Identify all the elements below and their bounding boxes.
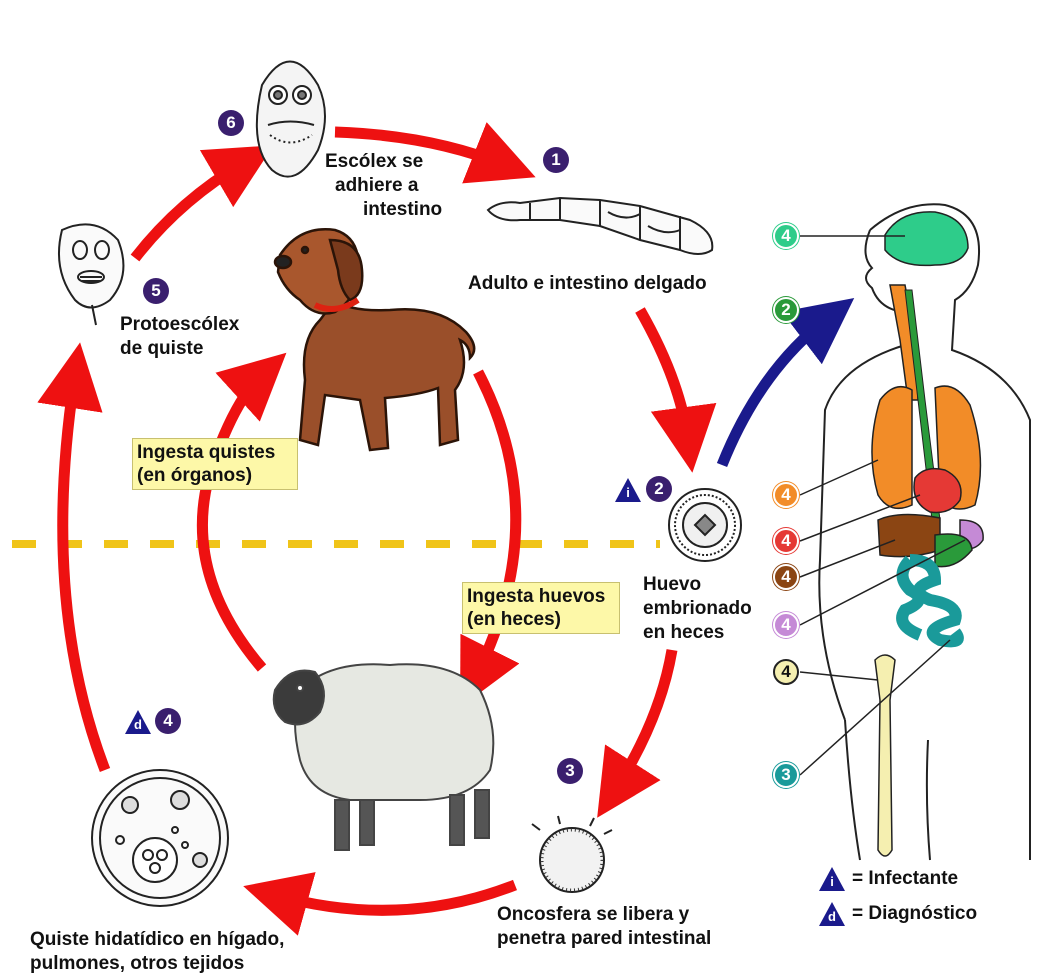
egg-illustration (669, 489, 741, 561)
arrow-egg-to-human (722, 318, 828, 465)
heart-organ (914, 469, 961, 513)
brain-stage-badge: 4 (773, 223, 799, 249)
dog-illustration (275, 229, 474, 450)
infective-marker-letter: i (614, 485, 642, 500)
protoscolex-label-line2: de quiste (120, 337, 239, 361)
bone-stage-badge: 4 (773, 659, 799, 685)
lung-stage-badge: 4 (773, 482, 799, 508)
cyst-label-line2: pulmones, otros tejidos (30, 952, 284, 976)
scolex-label-line2: adhiere a (325, 174, 442, 198)
note-cyst-line2: (en órganos) (137, 464, 293, 487)
stomach-organ (935, 534, 972, 567)
intestine-organ (902, 560, 958, 641)
human-step-3-badge: 3 (773, 762, 799, 788)
legend-diagnostic-marker: d (818, 901, 846, 927)
sheep-illustration (274, 664, 494, 850)
protoscolex-label-line1: Protoescólex (120, 313, 239, 337)
arrow-4-to-5 (63, 375, 105, 770)
arrow-5-to-6 (135, 162, 245, 258)
egg-label-line3: en heces (643, 621, 752, 645)
human-illustration (800, 204, 1030, 860)
human-step-2-badge: 2 (773, 297, 799, 323)
egg-label-line2: embrionado (643, 597, 752, 621)
diagnostic-marker-letter: d (124, 717, 152, 732)
protoscolex-illustration (59, 224, 123, 325)
oncosphere-label: Oncosfera se libera y penetra pared inte… (497, 903, 711, 951)
step-4-badge: 4 (155, 708, 181, 734)
adult-worm-illustration (488, 198, 712, 254)
arrow-2-to-3 (615, 650, 672, 790)
scolex-label-line3: intestino (325, 198, 442, 222)
oncosphere-label-line1: Oncosfera se libera y (497, 903, 711, 927)
note-egg-line2: (en heces) (467, 608, 615, 631)
scolex-label-line1: Escólex se (325, 150, 442, 174)
hydatid-cyst-illustration (92, 770, 228, 906)
cyst-label-line1: Quiste hidatídico en hígado, (30, 928, 284, 952)
note-egg-ingestion: Ingesta huevos (en heces) (462, 582, 620, 634)
scolex-label: Escólex se adhiere a intestino (325, 150, 442, 222)
legend-infective-letter: i (818, 874, 846, 889)
cyst-label: Quiste hidatídico en hígado, pulmones, o… (30, 928, 284, 976)
oncosphere-illustration (532, 816, 612, 892)
spleen-stage-badge: 4 (773, 612, 799, 638)
liver-organ (878, 514, 940, 556)
step-1-badge: 1 (543, 147, 569, 173)
arrow-1-to-2 (640, 310, 688, 440)
scolex-illustration (257, 62, 325, 177)
arrow-3-to-4 (275, 885, 515, 910)
femur-bone (875, 655, 895, 856)
legend-infective-marker: i (818, 866, 846, 892)
note-egg-line1: Ingesta huevos (467, 585, 615, 608)
step-6-badge: 6 (218, 110, 244, 136)
legend-infective-label: = Infectante (852, 868, 958, 890)
egg-label: Huevo embrionado en heces (643, 573, 752, 645)
protoscolex-label: Protoescólex de quiste (120, 313, 239, 361)
liver-stage-badge: 4 (773, 564, 799, 590)
brain-organ (885, 212, 968, 266)
step-2-badge: 2 (646, 476, 672, 502)
note-cyst-line1: Ingesta quistes (137, 441, 293, 464)
step-5-badge: 5 (143, 278, 169, 304)
lung-left (872, 387, 912, 509)
heart-stage-badge: 4 (773, 528, 799, 554)
legend-diagnostic-label: = Diagnóstico (852, 903, 977, 925)
egg-label-line1: Huevo (643, 573, 752, 597)
diagnostic-stage-marker: d (124, 709, 152, 735)
infective-stage-marker: i (614, 477, 642, 503)
note-cyst-ingestion: Ingesta quistes (en órganos) (132, 438, 298, 490)
step-3-badge: 3 (557, 758, 583, 784)
oncosphere-label-line2: penetra pared intestinal (497, 927, 711, 951)
legend-diagnostic-letter: d (818, 909, 846, 924)
legend-diagnostic: d = Diagnóstico (818, 901, 977, 927)
arrow-sheep-to-dog (202, 375, 262, 668)
adult-label: Adulto e intestino delgado (468, 272, 707, 296)
legend-infective: i = Infectante (818, 866, 958, 892)
